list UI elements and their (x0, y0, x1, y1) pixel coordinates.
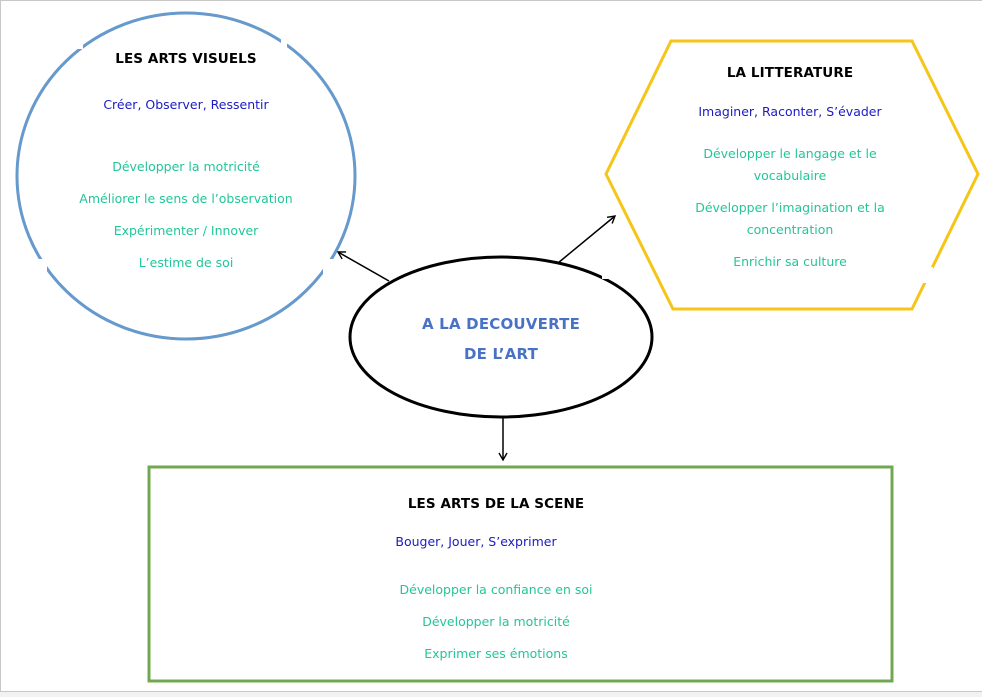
goal-item: Développer le langage et le vocabulaire (703, 146, 877, 183)
visual-arts-text-mask-left (37, 259, 47, 289)
performing-arts-title: LES ARTS DE LA SCENE (407, 496, 585, 512)
visual-arts-verbs: Créer, Observer, Ressentir (103, 97, 269, 112)
literature-hexagon (604, 39, 980, 311)
goal-item: Exprimer ses émotions (424, 646, 568, 661)
goal-item: Expérimenter / Innover (113, 223, 259, 238)
literature-title: LA LITTERATURE (726, 65, 854, 81)
performing-arts-box (147, 465, 894, 683)
visual-arts-text-mask-topleft (77, 39, 83, 49)
literature-goals: Développer le langage et le vocabulaire … (671, 143, 909, 273)
goal-item: Développer la motricité (422, 614, 570, 629)
central-ellipse-mask (602, 273, 608, 279)
goal-item: Développer la motricité (112, 159, 260, 174)
performing-arts-content: LES ARTS DE LA SCENE Bouger, Jouer, S’ex… (346, 496, 646, 675)
central-title-line1: A LA DECOUVERTE (421, 315, 581, 333)
arrow-to-visual-arts (336, 251, 390, 282)
visual-arts-content: LES ARTS VISUELS Créer, Observer, Ressen… (41, 51, 331, 284)
central-ellipse (348, 255, 654, 419)
visual-arts-text-mask-top (281, 39, 287, 47)
performing-arts-goals: Développer la confiance en soi Développe… (346, 579, 646, 675)
goal-item: Enrichir sa culture (733, 254, 847, 269)
goal-item: Développer la confiance en soi (399, 582, 593, 597)
goal-item: Développer l’imagination et la concentra… (695, 200, 885, 237)
literature-verbs: Imaginer, Raconter, S’évader (698, 104, 882, 119)
central-title: A LA DECOUVERTE DE L’ART (381, 309, 621, 369)
visual-arts-circle (15, 11, 357, 341)
goal-item: L’estime de soi (138, 255, 234, 270)
literature-content: LA LITTERATURE Imaginer, Raconter, S’éva… (671, 65, 909, 273)
arrow-to-literature (557, 215, 617, 264)
central-title-line2: DE L’ART (463, 345, 539, 363)
visual-arts-goals: Développer la motricité Améliorer le sen… (41, 156, 331, 284)
visual-arts-title: LES ARTS VISUELS (115, 51, 257, 67)
goal-item: Améliorer le sens de l’observation (79, 191, 293, 206)
performing-arts-verbs: Bouger, Jouer, S’exprimer (395, 534, 557, 549)
literature-text-mask (923, 267, 933, 283)
visual-arts-text-mask-right (323, 259, 333, 289)
